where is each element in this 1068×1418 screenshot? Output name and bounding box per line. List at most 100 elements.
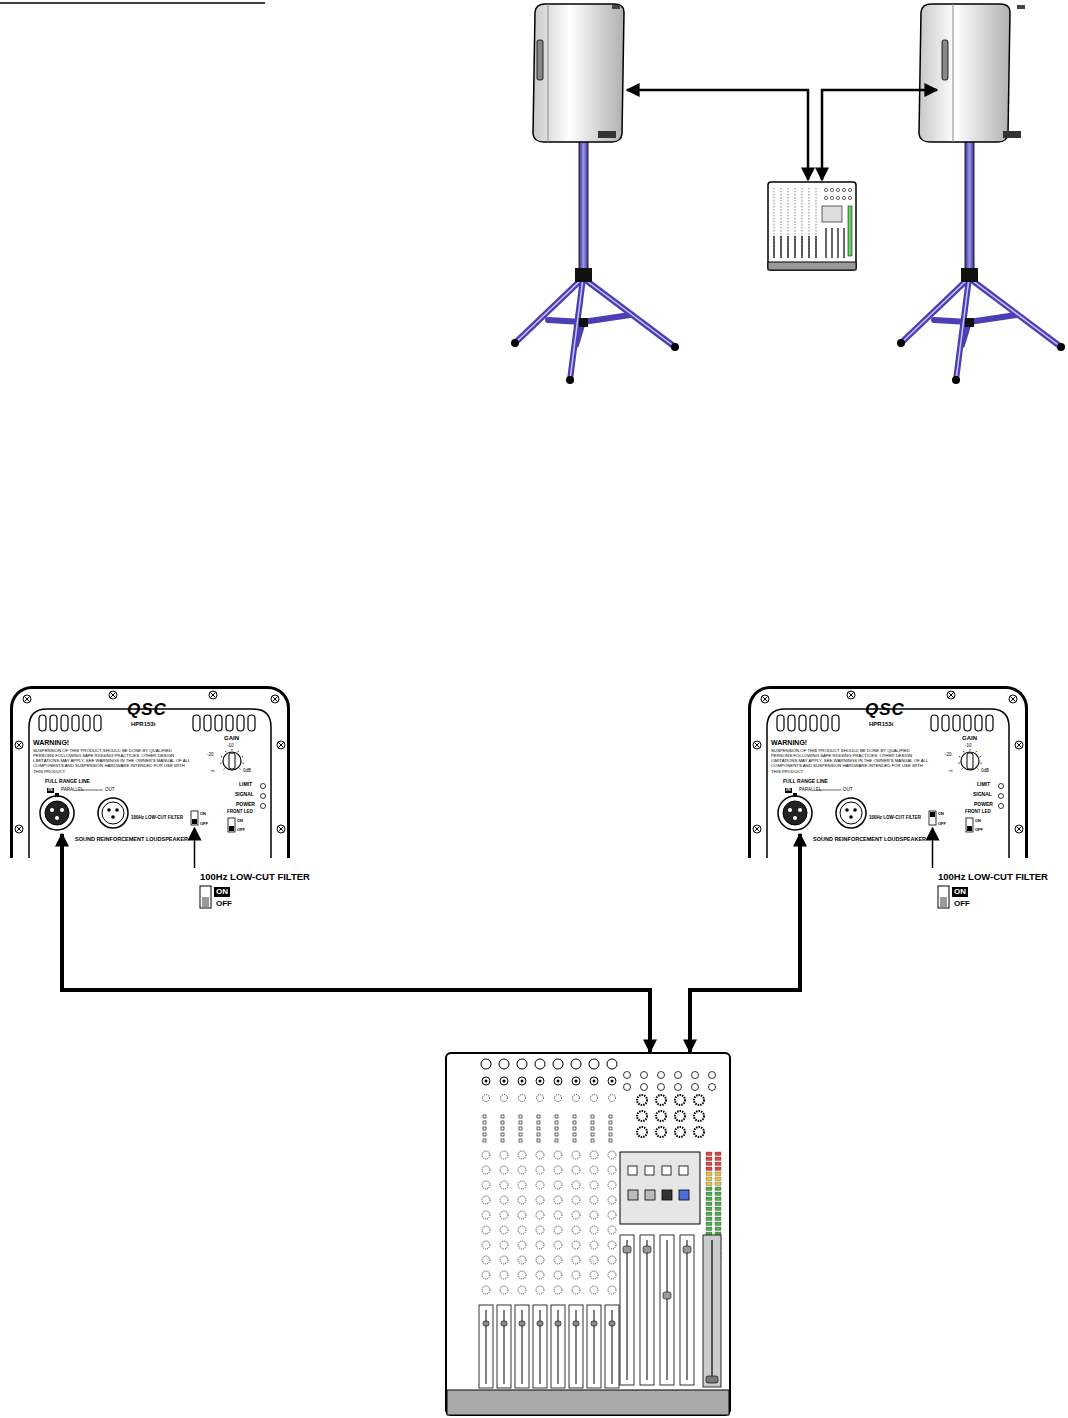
drawing-stroke (536, 1151, 544, 1159)
panel-text: HPR153i (869, 721, 893, 727)
signal-cable-arrow (62, 90, 937, 1052)
drawing-stroke (687, 1240, 688, 1380)
drawing-stroke (518, 1271, 526, 1279)
drawing-stroke (555, 1121, 558, 1124)
drawing-stroke (715, 1152, 721, 1156)
drawing-stroke (242, 756, 243, 758)
mixer-small (768, 182, 856, 270)
drawing-stroke (640, 1235, 654, 1385)
drawing-stroke (536, 1271, 544, 1279)
drawing-stroke (836, 188, 839, 191)
drawing-stroke (608, 1226, 616, 1234)
drawing-stroke (554, 1166, 562, 1174)
drawing-stroke (211, 693, 216, 698)
drawing-stroke (519, 1115, 522, 1118)
panel-text: PARALLEL (799, 788, 821, 793)
panel-text: ON (237, 819, 243, 823)
drawing-stroke (536, 1196, 544, 1204)
drawing-stroke (209, 691, 217, 699)
drawing-stroke (788, 808, 792, 812)
drawing-stroke (658, 1072, 665, 1079)
speaker-on-stand (515, 278, 675, 380)
speaker-on-stand (548, 4, 549, 142)
signal-cable-arrow (627, 90, 808, 180)
drawing-stroke (500, 1241, 508, 1249)
drawing-stroke (519, 1133, 522, 1136)
drawing-stroke (277, 741, 285, 749)
drawing-stroke (715, 1182, 721, 1186)
drawing-stroke (1009, 695, 1017, 703)
panel-text: GAIN (224, 735, 239, 741)
drawing-stroke (497, 1305, 511, 1388)
drawing-stroke (706, 1192, 712, 1196)
drawing-stroke (500, 1181, 508, 1189)
panel-text: IN (47, 788, 54, 793)
drawing-stroke (202, 898, 209, 899)
drawing-stroke (940, 898, 947, 899)
panel-text: 100Hz LOW-CUT FILTER (869, 816, 921, 821)
drawing-stroke (501, 1139, 504, 1142)
drawing-stroke (25, 697, 30, 702)
drawing-stroke (109, 691, 117, 699)
drawing-stroke (555, 1321, 561, 1326)
speaker-on-stand (579, 318, 588, 327)
panel-text: OFF (975, 828, 983, 832)
drawing-stroke (518, 1211, 526, 1219)
drawing-stroke (572, 1166, 580, 1174)
drawing-stroke (940, 904, 947, 905)
drawing-stroke (483, 1133, 486, 1136)
drawing-stroke (999, 784, 1004, 789)
drawing-stroke (482, 1151, 490, 1159)
drawing-stroke (72, 715, 79, 731)
drawing-stroke (572, 1211, 580, 1219)
drawing-stroke (836, 196, 839, 199)
drawing-stroke (590, 1256, 598, 1264)
drawing-stroke (608, 1286, 616, 1294)
drawing-stroke (977, 768, 978, 769)
panel-text: ON (200, 812, 206, 816)
drawing-stroke (706, 1376, 718, 1383)
drawing-stroke (237, 751, 239, 752)
drawing-stroke (537, 1321, 543, 1326)
drawing-stroke (554, 1077, 562, 1085)
drawing-stroke (55, 816, 59, 820)
speaker-on-stand (919, 4, 1010, 142)
drawing-stroke (706, 1227, 712, 1231)
drawing-stroke (608, 1271, 616, 1279)
drawing-stroke (261, 794, 266, 799)
drawing-stroke (50, 715, 57, 731)
panel-text: OFF (938, 822, 946, 826)
panel-text: HPR153i (131, 721, 155, 727)
drawing-stroke (608, 1256, 616, 1264)
drawing-stroke (608, 1166, 616, 1174)
drawing-stroke (715, 1167, 721, 1171)
drawing-stroke (518, 1181, 526, 1189)
drawing-stroke (573, 1321, 579, 1326)
panel-text: FULL RANGE LINE (45, 779, 90, 784)
mixer-small (768, 182, 856, 270)
drawing-stroke (680, 1235, 694, 1385)
drawing-stroke (572, 1077, 580, 1085)
drawing-stroke (715, 1177, 721, 1181)
drawing-stroke (715, 1202, 721, 1206)
drawing-stroke (45, 801, 69, 825)
signal-cable-arrow (62, 834, 650, 1052)
callout-label: 100Hz LOW-CUT FILTER (200, 872, 310, 882)
speaker-on-stand (575, 268, 592, 282)
drawing-stroke (202, 906, 209, 907)
switch-position: ON (952, 887, 968, 897)
drawing-stroke (590, 1211, 598, 1219)
drawing-stroke (706, 1212, 712, 1216)
drawing-stroke (536, 1256, 544, 1264)
drawing-stroke (482, 1226, 490, 1234)
panel-text: IN (785, 788, 792, 793)
drawing-stroke (848, 196, 851, 199)
drawing-stroke (694, 1111, 704, 1121)
drawing-stroke (107, 808, 111, 812)
speaker-on-stand (1017, 5, 1025, 9)
drawing-stroke (536, 1211, 544, 1219)
drawing-stroke (647, 1240, 648, 1380)
drawing-stroke (753, 741, 761, 749)
drawing-stroke (628, 1190, 638, 1200)
drawing-stroke (931, 715, 938, 731)
